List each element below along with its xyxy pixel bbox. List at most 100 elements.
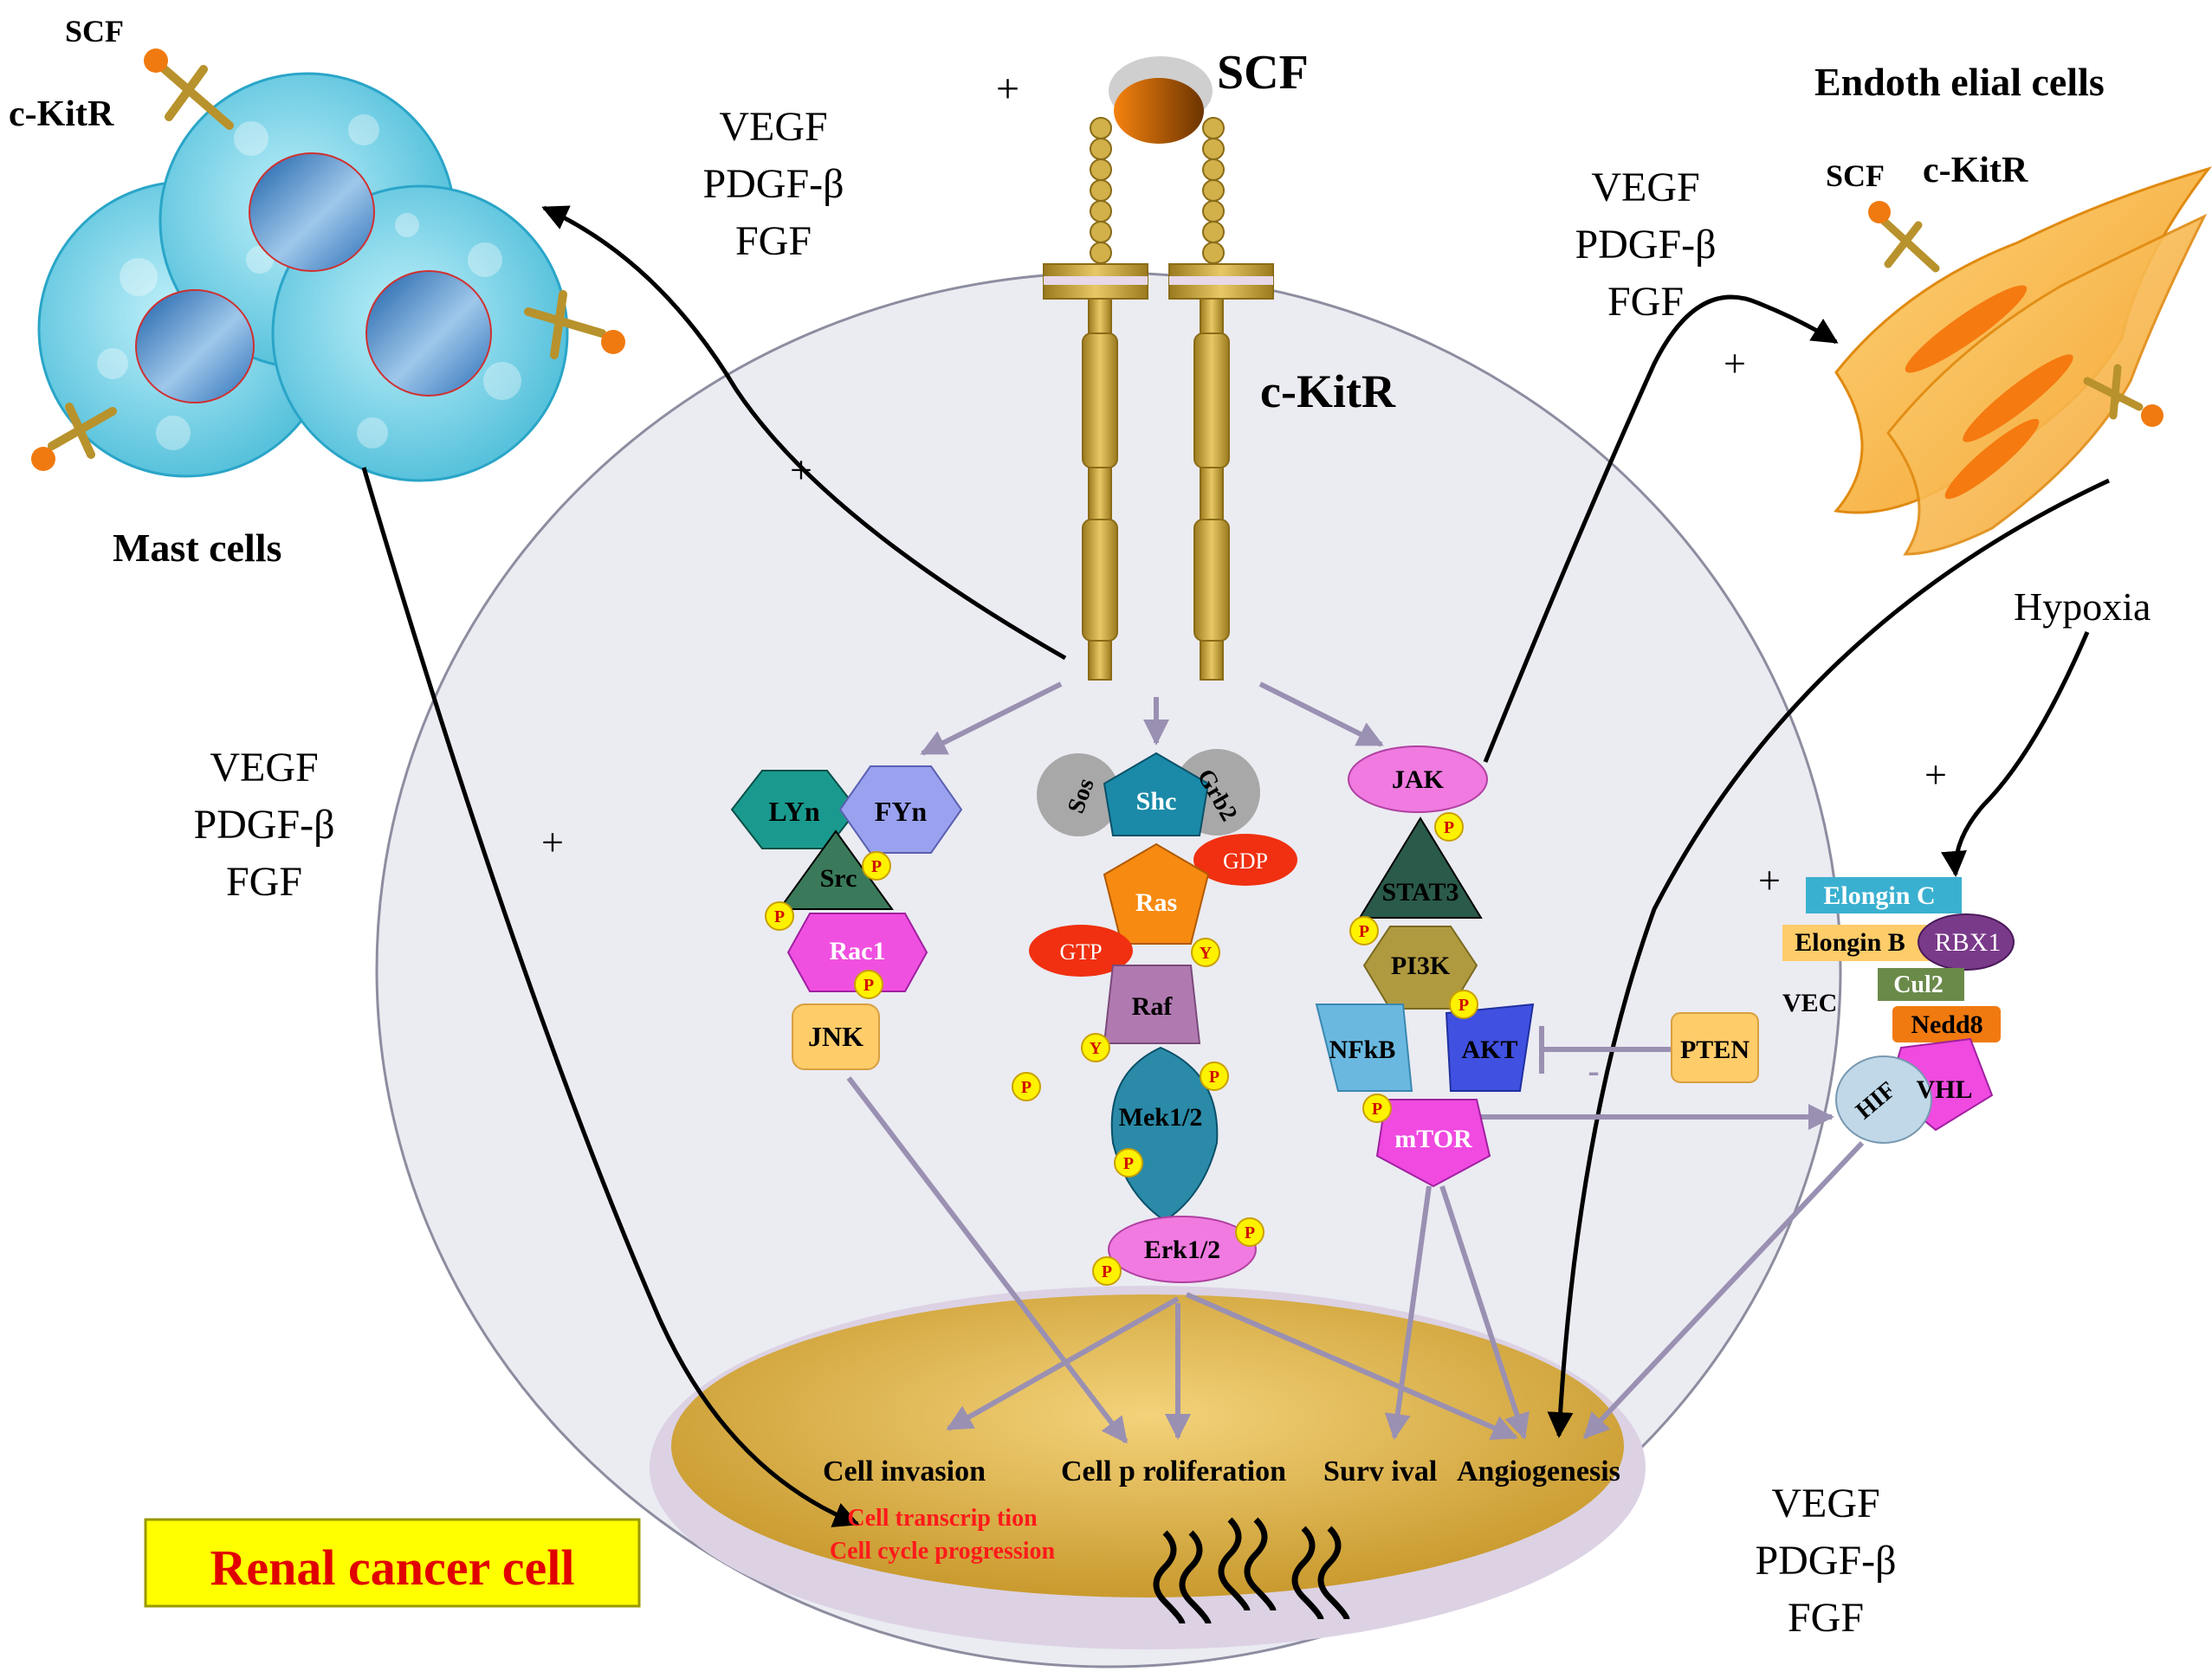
raf-label: Raf — [1132, 992, 1174, 1021]
arrow-endothelial-to-angiogenesis — [1547, 478, 2111, 1438]
pten-inhibit-sign: - — [1588, 1051, 1599, 1090]
nucleus — [671, 1294, 1624, 1597]
sos-node — [1037, 753, 1120, 836]
phospho-marker-label: P — [863, 976, 874, 995]
outcome-cell-invasion: Cell invasion — [823, 1455, 986, 1488]
gf-vegf: VEGF — [719, 104, 827, 150]
title-box — [144, 1518, 641, 1608]
growth-factors-bottom-right: VEGF PDGF-β FGF — [1755, 1481, 1896, 1641]
jak-label: JAK — [1392, 765, 1445, 794]
erk-label: Erk1/2 — [1144, 1236, 1220, 1264]
cell-cycle-label: Cell cycle progression — [830, 1538, 1056, 1565]
endothelial-cells — [1834, 166, 2212, 556]
gf-pdgf: PDGF-β — [1575, 222, 1716, 268]
title-text: Renal cancer cell — [210, 1539, 575, 1596]
growth-factors-top-right: VEGF PDGF-β FGF — [1575, 165, 1716, 325]
gf-pdgf: PDGF-β — [1755, 1538, 1896, 1584]
cell-transcription-label: Cell transcrip tion — [847, 1505, 1038, 1532]
akt-node — [1445, 1003, 1535, 1092]
arrow-mtor-to-survival — [1384, 1185, 1432, 1440]
elongin-b-label: Elongin B — [1795, 928, 1905, 957]
nedd8-node — [1892, 1006, 2001, 1042]
mapk-pathway — [1029, 749, 1297, 1283]
hif-node — [1835, 1055, 1932, 1144]
dna-squiggles — [1153, 1517, 1350, 1624]
fyn-label: FYn — [875, 796, 928, 827]
phospho-marker-label: P — [1021, 1078, 1032, 1097]
gtp-node — [1029, 925, 1133, 977]
gf-fgf: FGF — [226, 859, 302, 905]
gf-pdgf: PDGF-β — [702, 161, 844, 207]
src-label: Src — [820, 864, 857, 893]
endothelial-plus-return: + — [1758, 858, 1781, 902]
arrow-jnk-to-proliferation — [846, 1076, 1129, 1444]
nucleus-outcomes: Cell invasion Cell p roliferation Surv i… — [823, 1455, 1620, 1488]
nfkb-node — [1315, 1004, 1413, 1092]
arrow-erk-to-invasion — [946, 1296, 1180, 1431]
phospho-marker: P — [1200, 1062, 1229, 1091]
jak-node — [1348, 745, 1488, 813]
jnk-label: JNK — [808, 1021, 863, 1052]
phospho-marker-label: P — [1209, 1068, 1219, 1087]
pten-node — [1671, 1012, 1759, 1083]
mast-title: Mast cells — [113, 526, 281, 570]
phospho-marker: P — [765, 901, 794, 931]
phospho-marker: P — [1449, 990, 1478, 1019]
phospho-marker: P — [1349, 916, 1379, 945]
vhl-complex — [1782, 877, 2015, 1144]
phospho-marker: P — [1012, 1072, 1041, 1101]
pi3k-label: PI3K — [1391, 952, 1451, 980]
ckit-receptor — [1043, 117, 1274, 681]
gf-vegf: VEGF — [1591, 165, 1699, 210]
mast-cells — [31, 48, 625, 482]
akt-label: AKT — [1461, 1036, 1517, 1064]
cul2-label: Cul2 — [1893, 971, 1944, 998]
endothelial-scf-label: SCF — [1826, 158, 1885, 193]
phospho-marker: P — [1235, 1217, 1264, 1247]
nedd8-label: Nedd8 — [1911, 1010, 1982, 1039]
nfkb-label: NFkB — [1329, 1036, 1396, 1064]
ras-label: Ras — [1135, 888, 1177, 917]
stat3-label: STAT3 — [1382, 878, 1459, 907]
arrow-to-mast-cells — [541, 205, 1067, 661]
gf-fgf: FGF — [1607, 279, 1684, 325]
phospho-marker-label: P — [1123, 1154, 1134, 1173]
arrow-erk-to-angiogenesis — [1185, 1292, 1518, 1441]
shc-node — [1103, 752, 1210, 836]
endothelial-ckit-label: c-KitR — [1923, 151, 2028, 190]
elongin-c-label: Elongin C — [1823, 881, 1935, 910]
outcome-angiogenesis: Angiogenesis — [1457, 1455, 1620, 1488]
phospho-marker: P — [1092, 1256, 1122, 1286]
arrow-hypoxia-to-vhl — [1941, 631, 2090, 877]
hypoxia-plus: + — [1924, 752, 1947, 797]
erk-node — [1108, 1216, 1257, 1283]
phospho-marker-label: P — [1359, 922, 1369, 941]
endothelial-title: Endoth elial cells — [1814, 60, 2105, 104]
elongin-b-node — [1782, 925, 1930, 961]
elongin-c-node — [1806, 877, 1962, 913]
phospho-marker-label: P — [1372, 1100, 1382, 1119]
vec-label: VEC — [1782, 989, 1837, 1017]
mek-label: Mek1/2 — [1119, 1103, 1203, 1132]
mast-ckit-label: c-KitR — [9, 94, 114, 134]
mast-plus-arrow: + — [790, 448, 812, 492]
gf-pdgf: PDGF-β — [193, 802, 334, 848]
stat3-node — [1358, 816, 1483, 919]
gtp-label: GTP — [1059, 939, 1102, 965]
phospho-marker: P — [862, 851, 891, 881]
endothelial-plus: + — [1724, 341, 1746, 385]
phospho-marker-label: P — [871, 857, 882, 876]
rac1-label: Rac1 — [830, 937, 886, 965]
receptor-plus: + — [996, 66, 1019, 112]
ras-node — [1103, 842, 1210, 945]
phospho-marker-label: Y — [1200, 944, 1213, 963]
cul2-node — [1878, 968, 1964, 1001]
gf-vegf: VEGF — [1771, 1481, 1879, 1526]
phospho-marker-label: P — [1458, 996, 1469, 1015]
mast-scf-label: SCF — [65, 14, 124, 48]
gf-vegf: VEGF — [210, 745, 318, 791]
phospho-marker-label: P — [1444, 818, 1454, 837]
phospho-marker-label: P — [774, 907, 785, 926]
growth-factors-left: VEGF PDGF-β FGF — [193, 745, 334, 905]
